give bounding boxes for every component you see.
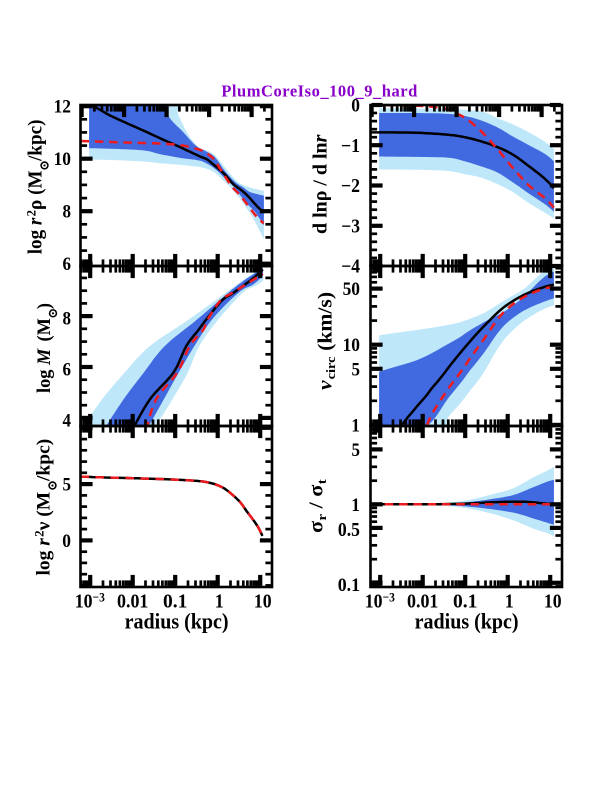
svg-text:1: 1 xyxy=(215,591,224,613)
svg-text:/kpc): /kpc) xyxy=(33,439,54,482)
svg-text:0.5: 0.5 xyxy=(338,519,360,541)
svg-text:(km/s): (km/s) xyxy=(315,292,336,356)
svg-text:2: 2 xyxy=(24,210,38,216)
svg-text:log: log xyxy=(33,546,54,576)
svg-text:6: 6 xyxy=(63,358,71,379)
svg-text:r: r xyxy=(33,538,54,546)
svg-text:(M: (M xyxy=(34,318,56,346)
svg-text:d lnρ / d ln: d lnρ / d ln xyxy=(310,142,332,234)
svg-text:5: 5 xyxy=(352,358,360,379)
svg-text:/ σ: / σ xyxy=(305,484,327,514)
svg-text:σ: σ xyxy=(305,520,327,533)
svg-text:radius (kpc): radius (kpc) xyxy=(415,609,519,634)
svg-text:log: log xyxy=(34,365,56,393)
svg-text:5: 5 xyxy=(352,439,360,460)
svg-text:−1: −1 xyxy=(341,135,360,157)
svg-text:ν (M: ν (M xyxy=(33,492,54,531)
svg-text:10: 10 xyxy=(54,148,71,169)
svg-text:10: 10 xyxy=(544,591,562,613)
svg-text:1: 1 xyxy=(505,591,514,613)
svg-text:−2: −2 xyxy=(341,175,360,197)
svg-text:2: 2 xyxy=(31,530,46,536)
svg-text:r: r xyxy=(310,134,332,142)
svg-text:10: 10 xyxy=(254,591,272,613)
svg-text:4: 4 xyxy=(63,409,71,430)
svg-text:8: 8 xyxy=(63,201,71,222)
svg-text:log: log xyxy=(25,225,46,254)
svg-text:r: r xyxy=(25,217,46,225)
svg-text:radius (kpc): radius (kpc) xyxy=(125,609,229,634)
svg-text:0.01: 0.01 xyxy=(117,591,148,613)
svg-text:0.1: 0.1 xyxy=(338,574,360,596)
svg-text:): ) xyxy=(34,303,56,309)
svg-text:1: 1 xyxy=(351,494,360,515)
svg-text:r: r xyxy=(316,514,330,521)
svg-text:circ: circ xyxy=(324,356,338,379)
svg-text:0: 0 xyxy=(351,95,360,116)
svg-text:0: 0 xyxy=(62,530,71,551)
svg-text:0.01: 0.01 xyxy=(407,591,438,613)
svg-text:0.1: 0.1 xyxy=(163,590,187,612)
svg-text:t: t xyxy=(316,479,330,484)
svg-text:10: 10 xyxy=(343,334,360,355)
svg-text:5: 5 xyxy=(63,474,71,495)
svg-text:8: 8 xyxy=(63,308,71,329)
svg-text:−4: −4 xyxy=(341,256,360,278)
svg-text:/kpc): /kpc) xyxy=(25,120,46,162)
svg-text:50: 50 xyxy=(343,278,360,299)
svg-text:1: 1 xyxy=(351,415,360,436)
svg-text:M: M xyxy=(34,348,56,366)
svg-text:6: 6 xyxy=(63,253,71,274)
svg-text:PlumCoreIso_100_9_hard: PlumCoreIso_100_9_hard xyxy=(221,82,418,101)
svg-text:0.1: 0.1 xyxy=(453,590,477,612)
svg-text:12: 12 xyxy=(54,96,71,117)
svg-text:−3: −3 xyxy=(341,215,360,237)
svg-text:ρ (M: ρ (M xyxy=(25,170,46,209)
svg-text:v: v xyxy=(315,379,336,390)
